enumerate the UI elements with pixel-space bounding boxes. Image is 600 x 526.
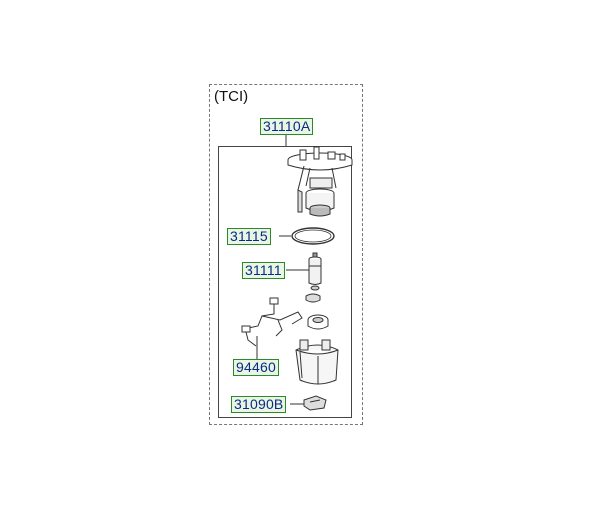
reservoir-cup-drawing <box>295 339 339 385</box>
clip-drawing <box>305 293 321 303</box>
strainer-ring-drawing <box>307 314 329 330</box>
part-label-31111[interactable]: 31111 <box>242 262 285 279</box>
part-label-31115[interactable]: 31115 <box>227 228 271 245</box>
variant-label: (TCI) <box>214 88 249 105</box>
variant-group-box <box>209 84 363 425</box>
pump-module-flange-drawing <box>287 146 353 217</box>
part-label-94460[interactable]: 94460 <box>233 359 279 376</box>
part-label-31090b[interactable]: 31090B <box>231 396 287 413</box>
gasket-drawing <box>291 227 335 245</box>
part-label-31110a[interactable]: 31110A <box>260 118 314 135</box>
filter-drawing <box>303 395 327 411</box>
fuel-pump-drawing <box>308 252 322 291</box>
leader-lines <box>256 134 311 405</box>
assembly-box <box>218 146 352 418</box>
sender-wiring-drawing <box>241 297 303 347</box>
